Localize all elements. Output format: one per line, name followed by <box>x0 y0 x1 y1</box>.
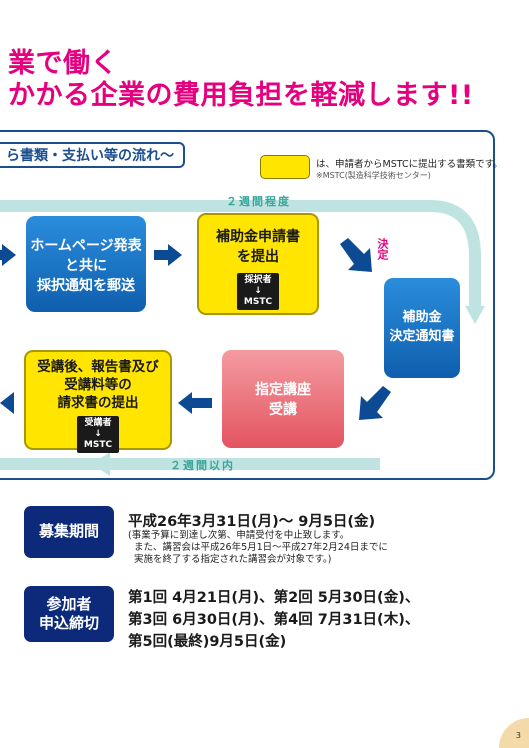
recruit-note-1: (事業予算に到達し次第、申請受付を中止致します。 <box>128 530 350 541</box>
arrow-stem-2 <box>192 398 212 408</box>
application-flow-badge: 採択者 ↓ MSTC <box>237 273 279 310</box>
arrow-attend-to-report <box>178 392 192 414</box>
step-announce-label: ホームページ発表 と共に 採択通知を郵送 <box>30 238 142 294</box>
step-attend: 指定講座 受講 <box>222 350 344 448</box>
duration-bottom: ２週間以内 <box>170 459 235 472</box>
step-application: 補助金申請書 を提出 採択者 ↓ MSTC <box>197 213 319 315</box>
recruit-note-3: 実施を終了する指定された講習会が対象です。) <box>134 554 332 565</box>
duration-top: ２週間程度 <box>226 195 291 208</box>
track-bottom <box>0 458 380 470</box>
title-line-2: かかる企業の費用負担を軽減します!! <box>8 80 474 111</box>
decision-arrow <box>340 238 372 272</box>
arrow-stem-1 <box>154 250 168 260</box>
flow-frame <box>0 130 495 480</box>
arrow-announce-to-application <box>168 244 182 266</box>
legend-swatch <box>260 155 310 179</box>
step-application-label: 補助金申請書 を提出 <box>216 229 300 265</box>
track-bottom-arrowhead <box>92 452 110 476</box>
track-curve-top <box>429 200 485 324</box>
track-top <box>0 200 430 212</box>
decision-label: 決定 <box>376 238 389 260</box>
step-notice-label: 補助金 決定通知書 <box>389 310 455 344</box>
step-attend-label: 指定講座 受講 <box>255 382 311 418</box>
title-line-1: 業で働く <box>8 48 118 79</box>
recruit-period: 平成26年3月31日(月)～ 9月5日(金) <box>128 514 376 530</box>
step-announce: ホームページ発表 と共に 採択通知を郵送 <box>26 216 146 312</box>
deadline-badge: 参加者 申込締切 <box>24 586 114 642</box>
report-flow-badge: 受講者 ↓ MSTC <box>77 416 119 453</box>
legend-note: ※MSTC(製造科学技術センター) <box>316 171 431 180</box>
arrow-stem-left <box>0 250 2 260</box>
deadline-line-2: 第3回 6月30日(月)、第4回 7月31日(木)、 <box>128 612 420 628</box>
arrow-notice-to-attend <box>359 386 391 420</box>
deadline-line-1: 第1回 4月21日(月)、第2回 5月30日(金)、 <box>128 590 420 606</box>
recruit-note-2: また、講習会は平成26年5月1日～平成27年2月24日までに <box>134 542 388 553</box>
step-notice: 補助金 決定通知書 <box>384 278 460 378</box>
flow-tab: ら書類・支払い等の流れ～ <box>0 142 185 168</box>
legend-text: は、申請者からMSTCに提出する書類です。 <box>316 159 503 170</box>
recruit-badge: 募集期間 <box>24 506 114 558</box>
step-report: 受講後、報告書及び 受講料等の 請求書の提出 受講者 ↓ MSTC <box>24 350 172 453</box>
arrow-out-of-report <box>0 392 14 414</box>
page-number: 3 <box>515 731 521 740</box>
page-number-tab: 3 <box>499 718 529 748</box>
arrow-into-announce <box>2 244 16 266</box>
step-report-label: 受講後、報告書及び 受講料等の 請求書の提出 <box>37 359 159 411</box>
deadline-line-3: 第5回(最終)9月5日(金) <box>128 634 287 650</box>
